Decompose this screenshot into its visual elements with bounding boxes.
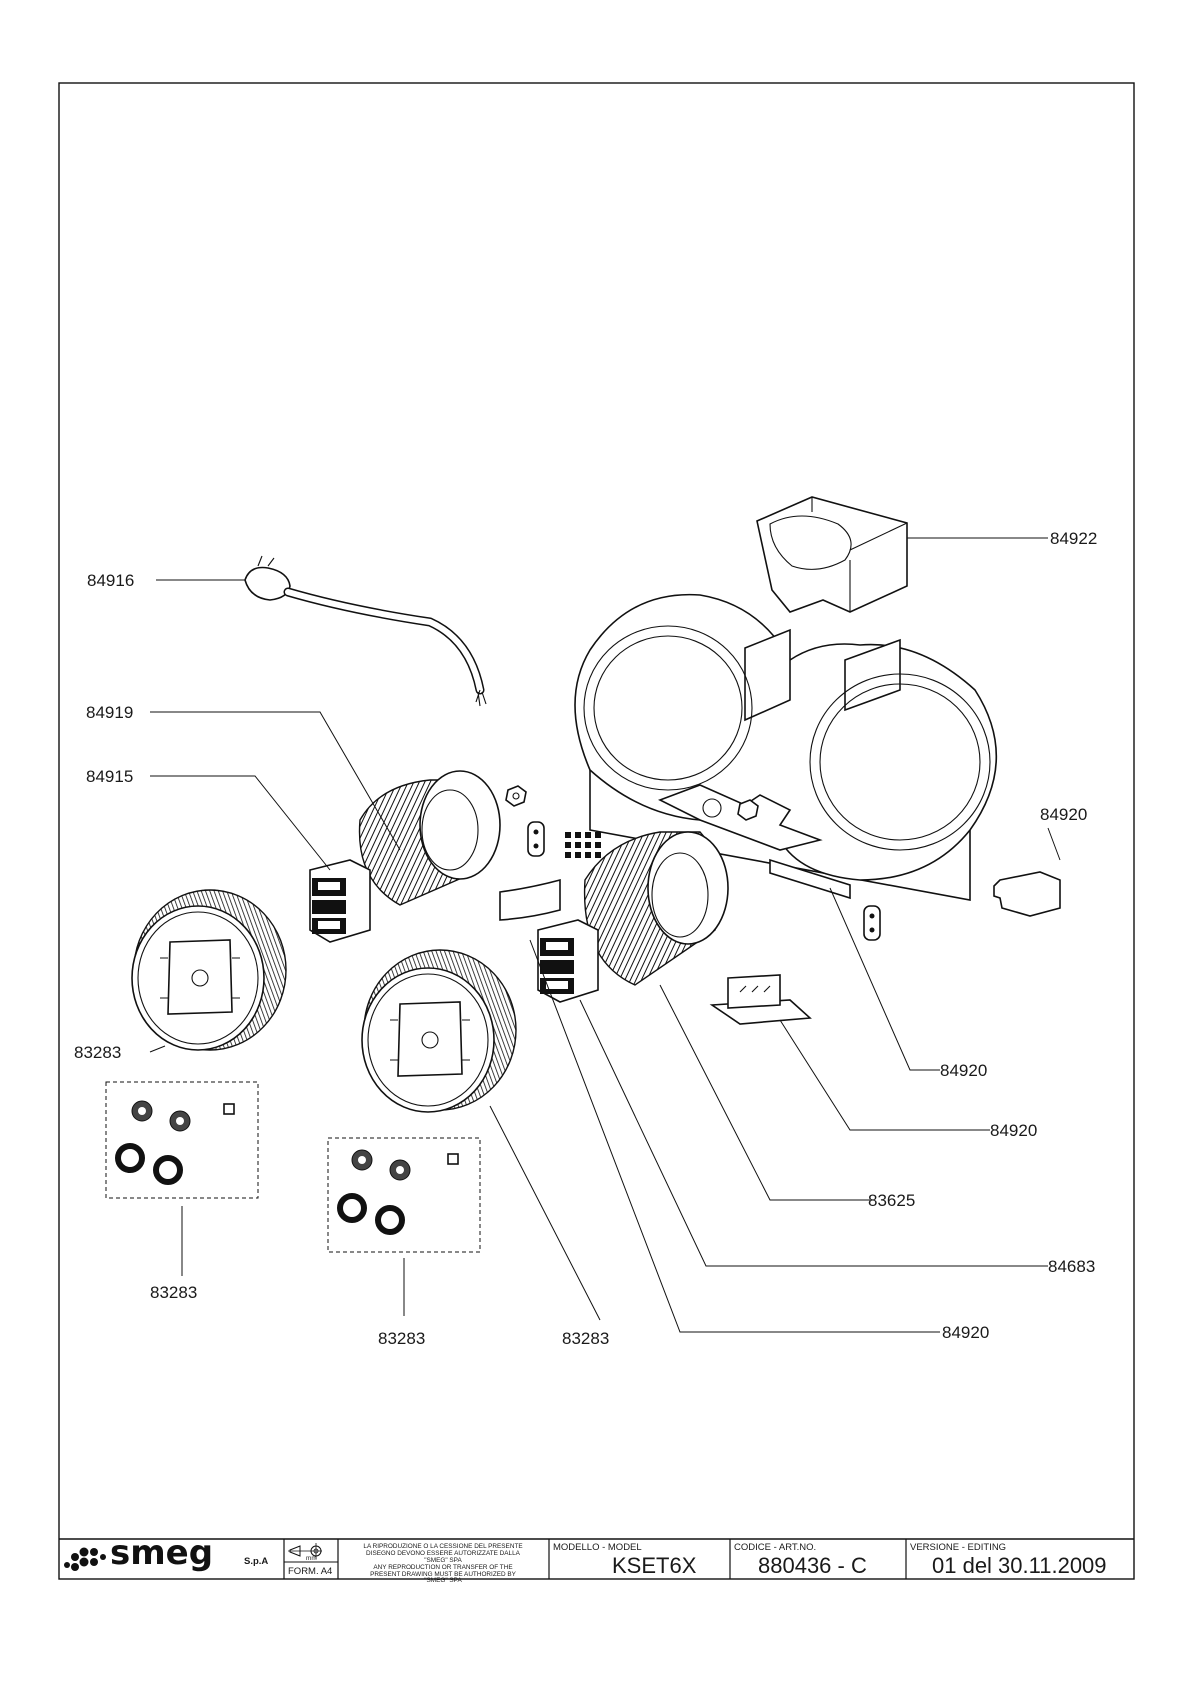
version-value: 01 del 30.11.2009 — [932, 1553, 1107, 1578]
hardware-kit-left — [105, 1081, 259, 1199]
smeg-logo: smeg S.p.A — [64, 1533, 268, 1573]
callout-83283-bottom-mid: 83283 — [378, 1329, 425, 1348]
code-header: CODICE - ART.NO. — [734, 1542, 816, 1553]
notice-it-line-1: LA RIPRODUZIONE O LA CESSIONE DEL PRESEN… — [363, 1543, 522, 1550]
outlet-collar-part — [756, 496, 908, 613]
motor-left-part — [131, 889, 287, 1051]
callout-84916: 84916 — [87, 571, 134, 590]
leader-lines — [149, 537, 1061, 1333]
small-hardware-parts — [505, 785, 1061, 1025]
hardware-kit-middle — [327, 1137, 481, 1253]
callout-84920-bottom: 84920 — [942, 1323, 989, 1342]
reproduction-notice: LA RIPRODUZIONE O LA CESSIONE DEL PRESEN… — [363, 1543, 522, 1584]
callout-83283-bottom-right: 83283 — [562, 1329, 609, 1348]
power-cable-part — [244, 555, 487, 707]
blower-housing-part — [574, 593, 998, 901]
company-suffix: S.p.A — [244, 1556, 268, 1567]
callout-84920-mid2: 84920 — [990, 1121, 1037, 1140]
callout-83283-left: 83283 — [74, 1043, 121, 1062]
format-label: FORM. A4 — [288, 1566, 332, 1577]
callout-labels: 84922 84916 84919 84915 84920 83283 8492… — [74, 529, 1097, 1348]
notice-en-line-1: ANY REPRODUCTION OR TRANSFER OF THE — [373, 1564, 512, 1571]
callout-84683: 84683 — [1048, 1257, 1095, 1276]
logo-text: smeg — [110, 1533, 213, 1573]
callout-84920-mid1: 84920 — [940, 1061, 987, 1080]
callout-83625: 83625 — [868, 1191, 915, 1210]
code-value: 880436 - C — [758, 1553, 867, 1578]
notice-it-line-2: DISEGNO DEVONO ESSERE AUTORIZZATE DALLA — [366, 1550, 521, 1557]
notice-en-line-3: "SMEG" SPA — [424, 1577, 462, 1584]
model-header: MODELLO - MODEL — [553, 1542, 642, 1553]
notice-en-line-2: PRESENT DRAWING MUST BE AUTHORIZED BY — [370, 1571, 517, 1578]
version-header: VERSIONE - EDITING — [910, 1542, 1006, 1553]
drawing-frame — [58, 82, 1135, 1580]
notice-it-line-3: "SMEG" SPA — [424, 1557, 462, 1564]
fan-wheel-left-part — [358, 770, 501, 906]
callout-83283-bottom-left: 83283 — [150, 1283, 197, 1302]
callout-84919: 84919 — [86, 703, 133, 722]
callout-84922: 84922 — [1050, 529, 1097, 548]
fan-wheel-right-part — [583, 831, 729, 986]
title-block: smeg S.p.A mm FORM. A4 LA RIPRODUZIONE O… — [59, 1533, 1134, 1584]
separator-sheet-part — [499, 878, 561, 921]
model-value: KSET6X — [612, 1553, 697, 1578]
projection-symbol-icon — [288, 1543, 322, 1559]
unit-symbol: mm — [306, 1555, 317, 1562]
callout-84920-right: 84920 — [1040, 805, 1087, 824]
motor-middle-part — [361, 949, 517, 1113]
capacitor-box-left-part — [309, 859, 371, 943]
callout-84915: 84915 — [86, 767, 133, 786]
capacitor-box-right-part — [537, 919, 599, 1003]
